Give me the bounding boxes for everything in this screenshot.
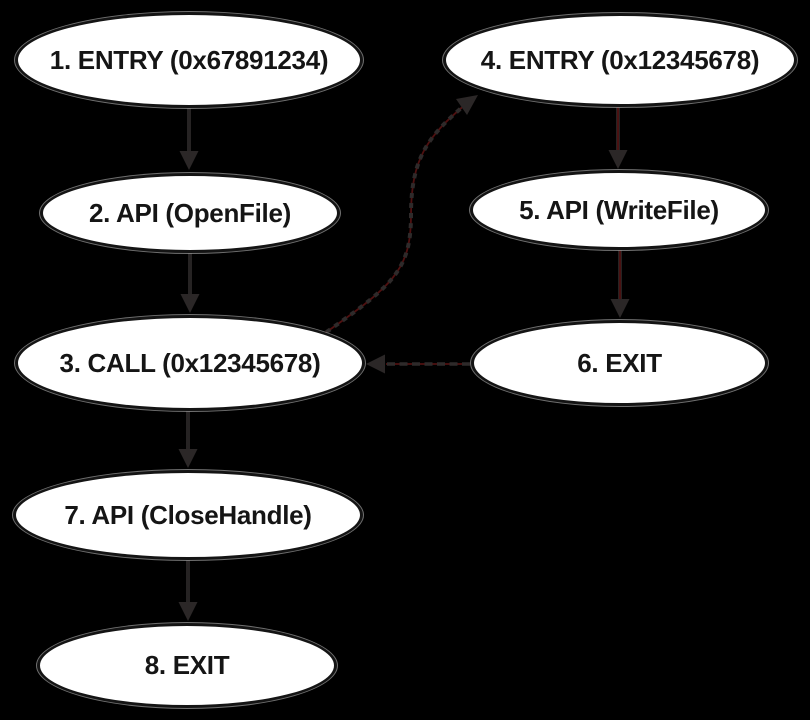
node-8-label: 8. EXIT [144,650,230,680]
edge-6-3 [366,354,470,374]
edge-5-6 [610,250,630,318]
node-8-exit: 8. EXIT [37,623,337,708]
node-2-api-openfile: 2. API (OpenFile) [40,173,340,253]
node-1-label: 1. ENTRY (0x67891234) [49,44,329,75]
edge-3-4 [316,95,478,340]
edge-1-2 [179,107,199,170]
node-6-label: 6. EXIT [577,347,662,378]
edge-2-3 [180,253,200,313]
node-4-entry: 4. ENTRY (0x12345678) [443,13,797,107]
edge-3-7 [178,411,198,468]
node-7-api-closehandle: 7. API (CloseHandle) [13,470,363,560]
node-3-label: 3. CALL (0x12345678) [59,347,321,378]
edge-4-5 [608,107,628,169]
node-1-entry: 1. ENTRY (0x67891234) [15,12,363,108]
node-5-label: 5. API (WriteFile) [519,194,719,225]
node-3-call: 3. CALL (0x12345678) [15,315,365,411]
edge-7-8 [178,560,198,621]
node-6-exit: 6. EXIT [471,320,768,406]
node-5-api-writefile: 5. API (WriteFile) [470,170,768,250]
node-2-label: 2. API (OpenFile) [89,197,291,228]
node-7-label: 7. API (CloseHandle) [64,499,312,530]
node-4-label: 4. ENTRY (0x12345678) [480,44,760,75]
